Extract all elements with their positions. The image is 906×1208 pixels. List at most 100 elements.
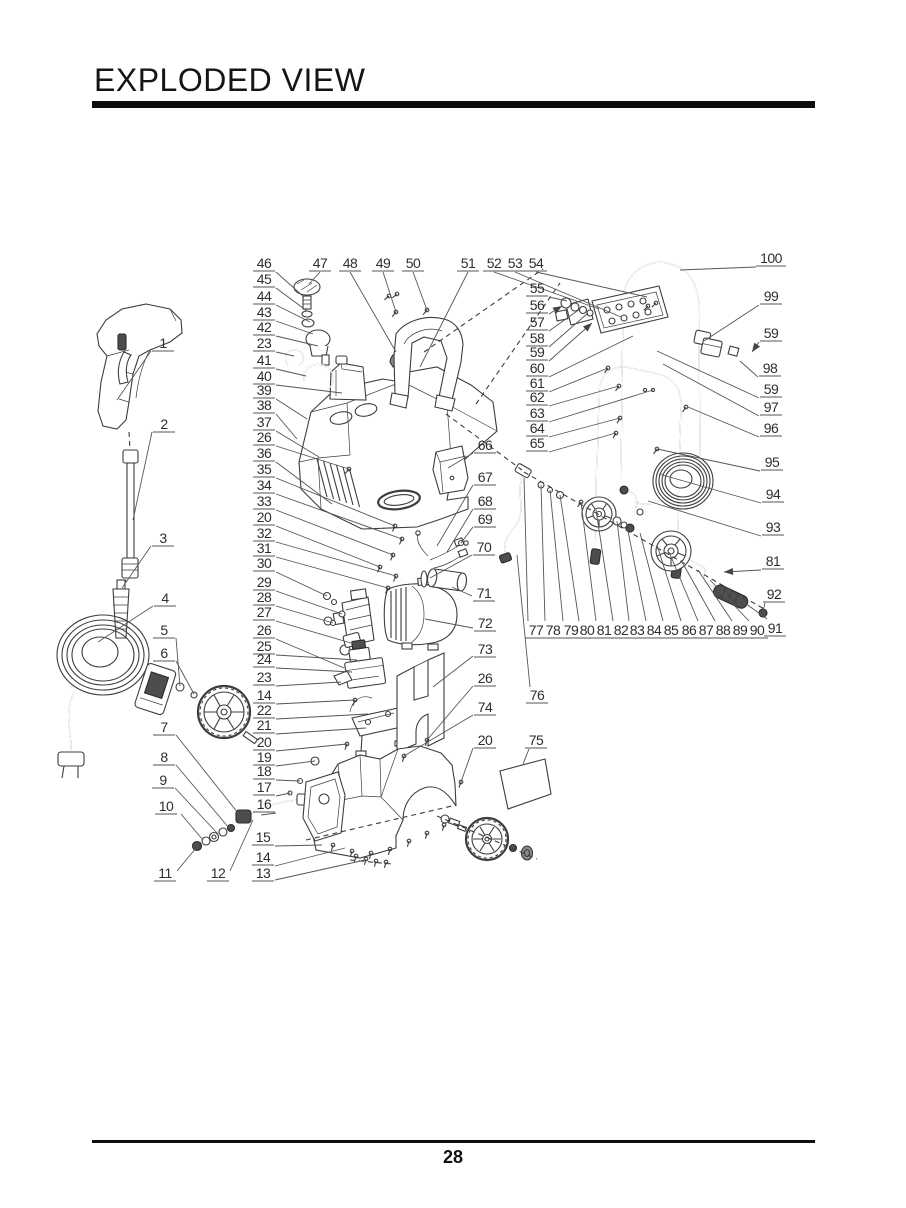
part-callout-26: 26: [426, 670, 496, 741]
part-callout-63: 63: [526, 389, 654, 423]
svg-text:47: 47: [313, 255, 328, 271]
part-callout-3: 3: [121, 530, 174, 589]
svg-text:50: 50: [406, 255, 421, 271]
part-callout-85: 85: [639, 532, 682, 639]
part-callout-87: 87: [668, 551, 717, 639]
outlet-hose: [498, 463, 565, 564]
svg-text:55: 55: [530, 280, 545, 296]
svg-text:27: 27: [257, 604, 272, 620]
svg-text:71: 71: [477, 585, 492, 601]
part-callout-64: 64: [526, 417, 621, 438]
part-callout-28: 28: [253, 589, 334, 624]
svg-text:57: 57: [530, 314, 545, 330]
svg-text:17: 17: [257, 779, 272, 795]
svg-text:48: 48: [343, 255, 358, 271]
part-callout-23: 23: [253, 669, 342, 687]
svg-text:23: 23: [257, 669, 272, 685]
svg-text:36: 36: [257, 445, 272, 461]
screw-icon: [344, 741, 350, 750]
part-callout-70: 70: [429, 539, 495, 579]
svg-text:2: 2: [160, 416, 168, 432]
part-callout-16: 16: [253, 796, 277, 816]
part-callout-31: 31: [253, 540, 389, 589]
svg-text:83: 83: [630, 622, 645, 638]
screw-icon: [392, 291, 400, 299]
svg-text:51: 51: [461, 255, 476, 271]
svg-text:68: 68: [478, 493, 493, 509]
part-callout-54: 54: [525, 255, 648, 298]
part-callout-8: 8: [153, 749, 230, 829]
svg-text:98: 98: [763, 360, 778, 376]
part-callout-50: 50: [402, 255, 428, 311]
svg-text:67: 67: [478, 469, 493, 485]
svg-text:42: 42: [257, 319, 272, 335]
part-callout-1: 1: [116, 335, 174, 401]
part-callout-56: 56: [526, 297, 563, 315]
svg-text:19: 19: [257, 749, 272, 765]
svg-text:26: 26: [478, 670, 493, 686]
screw-icon: [373, 858, 379, 867]
svg-text:4: 4: [161, 590, 169, 606]
screw-icon: [653, 446, 660, 455]
part-callout-57: 57: [526, 308, 581, 332]
part-callout-68: 68: [446, 493, 496, 553]
bracket-plate: [396, 652, 445, 753]
part-callout-45: 45: [253, 271, 308, 312]
part-callout-100: 100: [679, 250, 786, 271]
screw-icon: [383, 859, 389, 868]
svg-text:16: 16: [257, 796, 272, 812]
svg-text:26: 26: [257, 429, 272, 445]
part-callout-96: 96: [687, 406, 782, 438]
part-callout-51: 51: [419, 255, 479, 368]
part-callout-81: 81: [723, 553, 784, 576]
part-callout-80: 80: [559, 494, 598, 639]
svg-text:5: 5: [160, 622, 168, 638]
part-callout-4: 4: [97, 590, 176, 643]
part-callout-39: 39: [253, 382, 308, 420]
part-callout-48: 48: [339, 255, 397, 353]
page-number: 28: [442, 1147, 464, 1167]
svg-text:24: 24: [257, 651, 272, 667]
svg-text:63: 63: [530, 405, 545, 421]
svg-text:14: 14: [257, 687, 272, 703]
svg-text:99: 99: [764, 288, 779, 304]
svg-text:95: 95: [765, 454, 780, 470]
screw-icon: [604, 365, 611, 374]
spray-gun: [96, 303, 183, 430]
svg-text:32: 32: [257, 525, 272, 541]
part-callout-32: 32: [253, 525, 397, 577]
svg-text:1: 1: [159, 335, 167, 351]
part-callout-59: 59: [751, 325, 782, 353]
svg-text:34: 34: [257, 477, 272, 493]
svg-text:37: 37: [257, 414, 272, 430]
svg-text:59: 59: [530, 344, 545, 360]
svg-text:65: 65: [530, 435, 545, 451]
page-title: EXPLODED VIEW: [94, 62, 366, 98]
screws: [330, 291, 689, 868]
part-callout-46: 46: [253, 255, 305, 298]
svg-text:7: 7: [160, 719, 168, 735]
svg-text:29: 29: [257, 574, 272, 590]
svg-text:74: 74: [478, 699, 493, 715]
control-panel: [554, 285, 669, 334]
svg-text:14: 14: [256, 849, 271, 865]
part-callout-33: 33: [253, 493, 394, 556]
svg-text:77: 77: [529, 622, 544, 638]
svg-text:8: 8: [160, 749, 168, 765]
svg-text:10: 10: [159, 798, 174, 814]
svg-text:90: 90: [750, 622, 765, 638]
svg-text:87: 87: [699, 622, 714, 638]
o-ring: [420, 570, 428, 588]
screw-icon: [616, 415, 623, 424]
motor-pump: [323, 530, 469, 657]
svg-text:93: 93: [766, 519, 781, 535]
svg-text:26: 26: [257, 622, 272, 638]
part-callout-75: 75: [522, 732, 547, 765]
part-callout-97: 97: [662, 363, 782, 417]
svg-text:79: 79: [564, 622, 579, 638]
svg-text:58: 58: [530, 330, 545, 346]
part-callout-61: 61: [526, 367, 609, 393]
construction-lines: [305, 268, 767, 865]
part-callout-71: 71: [451, 585, 495, 602]
part-callout-44: 44: [253, 288, 311, 323]
